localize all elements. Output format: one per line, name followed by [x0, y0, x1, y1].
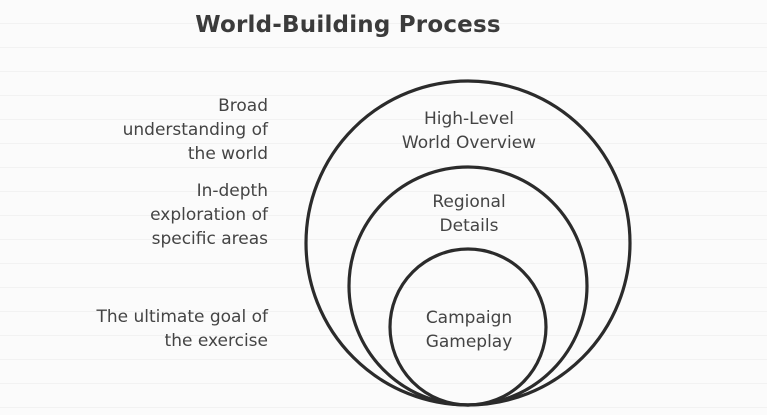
description-in-depth-exploration: In-depth exploration of specific areas — [150, 181, 268, 249]
page-title: World-Building Process — [195, 12, 501, 38]
ring-label-high-level-world-overview: High-Level World Overview — [401, 109, 537, 153]
description-ultimate-goal: The ultimate goal of the exercise — [96, 307, 268, 351]
ring-inner-campaign-gameplay — [388, 247, 548, 407]
ring-label-regional-details: Regional Details — [432, 192, 506, 236]
description-broad-understanding: Broad understanding of the world — [122, 96, 268, 164]
ring-label-campaign-gameplay: Campaign Gameplay — [425, 308, 513, 352]
